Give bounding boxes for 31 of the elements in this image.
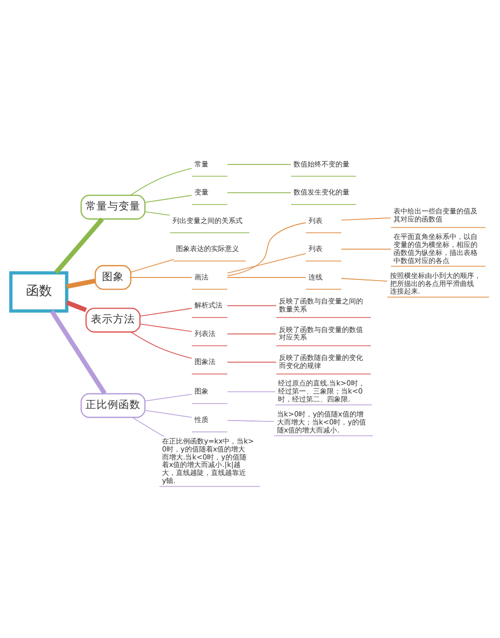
connector [66, 300, 87, 312]
connector [341, 216, 392, 220]
node-box: 表示方法 [86, 307, 141, 332]
connector [130, 167, 192, 196]
connector [144, 194, 192, 202]
connector [140, 323, 192, 332]
connector [130, 331, 192, 358]
connector [341, 248, 392, 250]
node-box: 图象 [94, 264, 132, 290]
connector [226, 361, 277, 362]
connector [226, 252, 306, 274]
connector [341, 278, 388, 281]
connector [227, 222, 306, 276]
connector [50, 309, 107, 394]
connector [226, 304, 277, 306]
connector [226, 192, 292, 193]
node-box: 正比例函数 [80, 392, 146, 418]
connector [140, 307, 192, 316]
connector [226, 333, 277, 334]
connector [54, 217, 104, 274]
connector [226, 420, 275, 422]
connector [144, 210, 170, 216]
connector [226, 390, 276, 392]
connector [144, 393, 192, 401]
node-box: 常量与变量 [80, 194, 146, 220]
connector [144, 409, 192, 418]
node-box: 函数 [9, 270, 68, 312]
connector [226, 276, 306, 278]
connector [132, 416, 164, 436]
connector [130, 258, 174, 272]
connector [130, 276, 192, 278]
